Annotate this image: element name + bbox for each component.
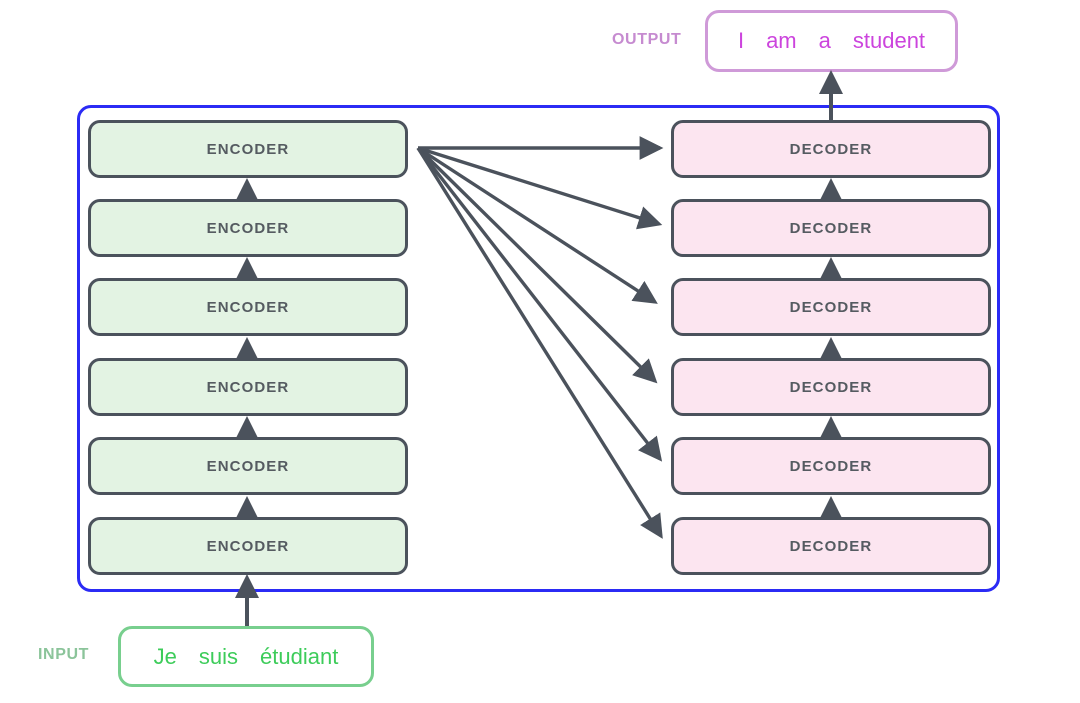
input-token: Je bbox=[153, 643, 177, 669]
output-token: a bbox=[818, 28, 831, 53]
encoder-block-3: ENCODER bbox=[88, 358, 408, 416]
decoder-block-4: DECODER bbox=[671, 278, 991, 336]
encoder-block-2: ENCODER bbox=[88, 437, 408, 495]
encoder-block-1: ENCODER bbox=[88, 517, 408, 575]
decoder-block-6: DECODER bbox=[671, 120, 991, 178]
decoder-block-3: DECODER bbox=[671, 358, 991, 416]
encoder-block-6: ENCODER bbox=[88, 120, 408, 178]
decoder-block-1: DECODER bbox=[671, 517, 991, 575]
output-token-row: I am a student bbox=[738, 28, 925, 54]
encoder-block-4: ENCODER bbox=[88, 278, 408, 336]
output-token-box: I am a student bbox=[705, 10, 958, 72]
encoder-block-5: ENCODER bbox=[88, 199, 408, 257]
input-token: suis bbox=[198, 643, 239, 669]
decoder-block-2: DECODER bbox=[671, 437, 991, 495]
input-token-box: Je suis étudiant bbox=[118, 626, 374, 687]
decoder-block-5: DECODER bbox=[671, 199, 991, 257]
output-token: am bbox=[766, 28, 797, 53]
input-token: étudiant bbox=[260, 643, 339, 669]
encoder-decoder-container bbox=[77, 105, 1000, 592]
output-label: OUTPUT bbox=[612, 31, 682, 48]
input-label: INPUT bbox=[38, 646, 89, 663]
input-token-row: Je suis étudiant bbox=[154, 644, 339, 670]
output-token: I bbox=[737, 28, 745, 53]
output-token: student bbox=[852, 28, 926, 53]
